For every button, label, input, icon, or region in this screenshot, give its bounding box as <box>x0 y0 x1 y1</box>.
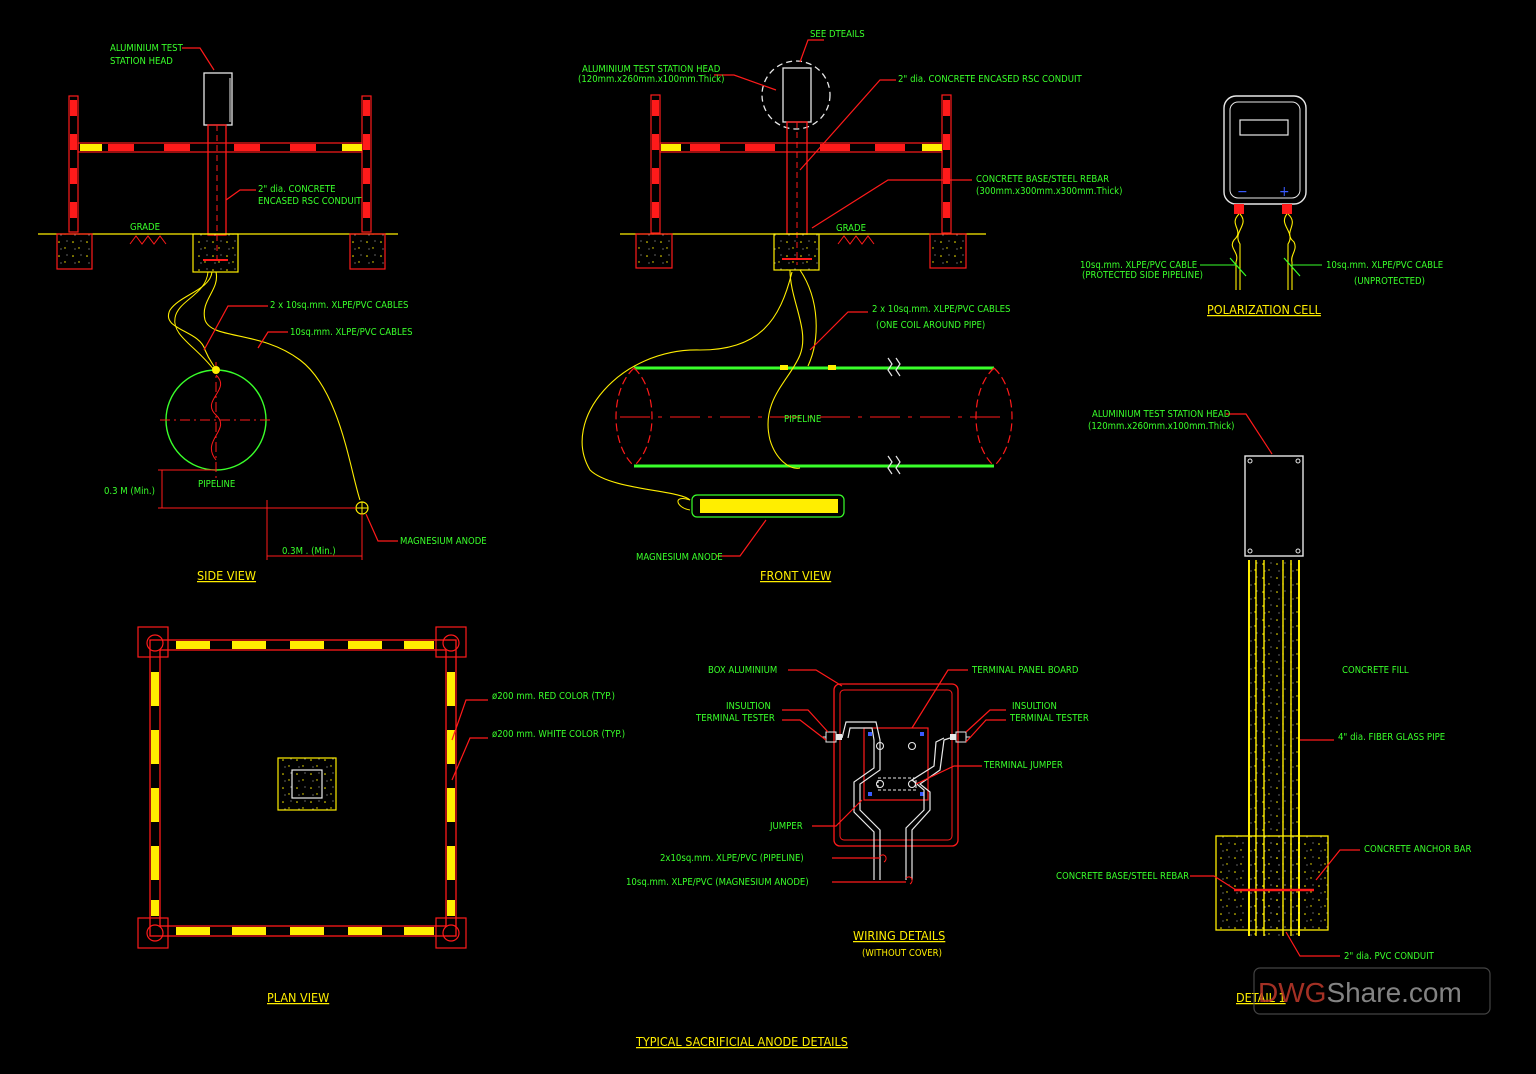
side-cable-2x <box>167 271 217 371</box>
front-cable-coil <box>767 269 804 469</box>
side-test-head-box <box>203 72 233 126</box>
front-pipeline-label: PIPELINE <box>784 414 821 425</box>
wiring-insulation-right <box>950 731 970 743</box>
front-conduit-label: 2" dia. CONCRETE ENCASED RSC CONDUIT <box>898 74 1082 85</box>
side-fence-rail <box>77 142 363 153</box>
side-conduit-label-1: 2" dia. CONCRETE <box>258 184 336 195</box>
detail-test-head-label-2: (120mm.x260mm.x100mm.Thick) <box>1088 421 1234 432</box>
wiring-insulation-left-label-2: TERMINAL TESTER <box>695 713 775 724</box>
side-cable-1x <box>203 271 361 501</box>
front-anode <box>691 494 845 518</box>
side-view-title: SIDE VIEW <box>197 568 256 583</box>
detail-anchor-bar-label: CONCRETE ANCHOR BAR <box>1364 844 1471 855</box>
side-anode-label: MAGNESIUM ANODE <box>400 536 487 547</box>
front-view-title: FRONT VIEW <box>760 568 831 583</box>
wiring-details-title: WIRING DETAILS <box>853 928 945 943</box>
side-grade-label: GRADE <box>130 222 160 233</box>
wiring-cable-anode-label: 10sq.mm. XLPE/PVC (MAGNESIUM ANODE) <box>626 877 809 888</box>
wiring-jumper-label: JUMPER <box>769 821 803 832</box>
pcell-plus: + <box>1279 184 1290 200</box>
front-anode-label: MAGNESIUM ANODE <box>636 552 723 563</box>
side-depth-label: 0.3 M (Min.) <box>104 486 155 497</box>
plan-view-title: PLAN VIEW <box>267 990 329 1005</box>
side-cables-1x-label: 10sq.mm. XLPE/PVC CABLES <box>290 327 413 338</box>
detail-concrete-base <box>1215 835 1329 931</box>
wiring-terminal-panel <box>863 727 929 801</box>
plan-white-color-label: ø200 mm. WHITE COLOR (TYP.) <box>492 729 625 740</box>
plan-view: ø200 mm. RED COLOR (TYP.) ø200 mm. WHITE… <box>137 626 625 1005</box>
front-see-details-circle <box>761 60 831 130</box>
side-test-head-label-2: STATION HEAD <box>110 56 173 67</box>
front-view: SEE DTEAILS ALUMINIUM TEST STATION HEAD … <box>578 29 1122 583</box>
wiring-details-subtitle: (WITHOUT COVER) <box>862 948 942 959</box>
front-test-head-label-2: (120mm.x260mm.x100mm.Thick) <box>578 74 724 85</box>
front-test-head-box <box>782 67 812 123</box>
side-pipeline-label: PIPELINE <box>198 479 235 490</box>
side-footing-center <box>192 233 239 273</box>
side-cables-2x-label: 2 x 10sq.mm. XLPE/PVC CABLES <box>270 300 408 311</box>
pcell-minus: − <box>1237 184 1248 200</box>
polarization-cell: − + 10sq.mm. XLPE/PVC CABLE (PROTECTED S… <box>1080 95 1443 317</box>
sheet-title: TYPICAL SACRIFICIAL ANODE DETAILS <box>635 1034 848 1049</box>
side-fence-posts <box>68 95 372 233</box>
front-cables-label-1: 2 x 10sq.mm. XLPE/PVC CABLES <box>872 304 1010 315</box>
detail-pvc-conduit-label: 2" dia. PVC CONDUIT <box>1344 951 1435 962</box>
front-test-head-label-1: ALUMINIUM TEST STATION HEAD <box>582 64 721 75</box>
side-conduit-label-2: ENCASED RSC CONDUIT <box>258 196 362 207</box>
front-base-label-2: (300mm.x300mm.x300mm.Thick) <box>976 186 1122 197</box>
wiring-details: BOX ALUMINIUM TERMINAL PANEL BOARD INSUL… <box>626 665 1089 959</box>
detail-test-head-label-1: ALUMINIUM TEST STATION HEAD <box>1092 409 1231 420</box>
pcell-left-cable-label-2: (PROTECTED SIDE PIPELINE) <box>1082 270 1203 281</box>
detail-concrete-fill-label: CONCRETE FILL <box>1342 665 1409 676</box>
plan-center-footing <box>277 757 337 811</box>
side-footing-left <box>56 233 93 270</box>
pcell-body <box>1223 95 1307 205</box>
wiring-panel-label: TERMINAL PANEL BOARD <box>971 665 1079 676</box>
side-offset-label: 0.3M . (Min.) <box>282 546 336 557</box>
plan-rail-yellow-segments <box>151 641 455 935</box>
wiring-insulation-right-label-2: TERMINAL TESTER <box>1009 713 1089 724</box>
front-cable-anode <box>581 271 793 501</box>
wiring-terminal-jumper-label: TERMINAL JUMPER <box>983 760 1063 771</box>
pcell-terminal-left <box>1234 204 1244 214</box>
detail-fiber-pipe-label: 4" dia. FIBER GLASS PIPE <box>1338 732 1445 743</box>
detail-1-title: DETAIL 1 <box>1236 990 1286 1005</box>
front-base-label-1: CONCRETE BASE/STEEL REBAR <box>976 174 1109 185</box>
pcell-right-cable-label-2: (UNPROTECTED) <box>1354 276 1425 287</box>
front-footing-center <box>773 233 820 271</box>
detail-1: ALUMINIUM TEST STATION HEAD (120mm.x260m… <box>1056 409 1471 1005</box>
pcell-right-cable-label-1: 10sq.mm. XLPE/PVC CABLE <box>1326 260 1443 271</box>
side-test-head-label-1: ALUMINIUM TEST <box>110 43 184 54</box>
pcell-display <box>1239 119 1289 136</box>
front-grade-label: GRADE <box>836 223 866 234</box>
front-cables-label-2: (ONE COIL AROUND PIPE) <box>876 320 985 331</box>
side-view: ALUMINIUM TEST STATION HEAD 2" dia. CONC… <box>38 43 487 583</box>
detail-test-head-box <box>1244 455 1304 557</box>
front-fence-posts <box>650 94 952 234</box>
front-pipeline <box>615 357 1013 475</box>
watermark-text: DWGShare.com <box>1258 977 1462 1008</box>
wiring-insulation-left-label-1: INSULTION <box>726 701 771 712</box>
side-footing-right <box>349 233 386 270</box>
wiring-box-label: BOX ALUMINIUM <box>708 665 777 676</box>
watermark: DWGShare.com <box>1253 967 1491 1015</box>
wiring-insulation-left <box>822 731 842 743</box>
front-see-details-label: SEE DTEAILS <box>810 29 865 40</box>
plan-red-color-label: ø200 mm. RED COLOR (TYP.) <box>492 691 615 702</box>
side-grade-hatch <box>129 235 167 245</box>
wiring-box-aluminium <box>833 683 959 847</box>
front-fence-rail <box>659 142 943 153</box>
polarization-cell-title: POLARIZATION CELL <box>1207 302 1322 317</box>
pcell-left-cable-label-1: 10sq.mm. XLPE/PVC CABLE <box>1080 260 1197 271</box>
wiring-insulation-right-label-1: INSULTION <box>1012 701 1057 712</box>
detail-base-label: CONCRETE BASE/STEEL REBAR <box>1056 871 1189 882</box>
pcell-terminal-right <box>1282 204 1292 214</box>
wiring-cable-pipeline-label: 2x10sq.mm. XLPE/PVC (PIPELINE) <box>660 853 804 864</box>
